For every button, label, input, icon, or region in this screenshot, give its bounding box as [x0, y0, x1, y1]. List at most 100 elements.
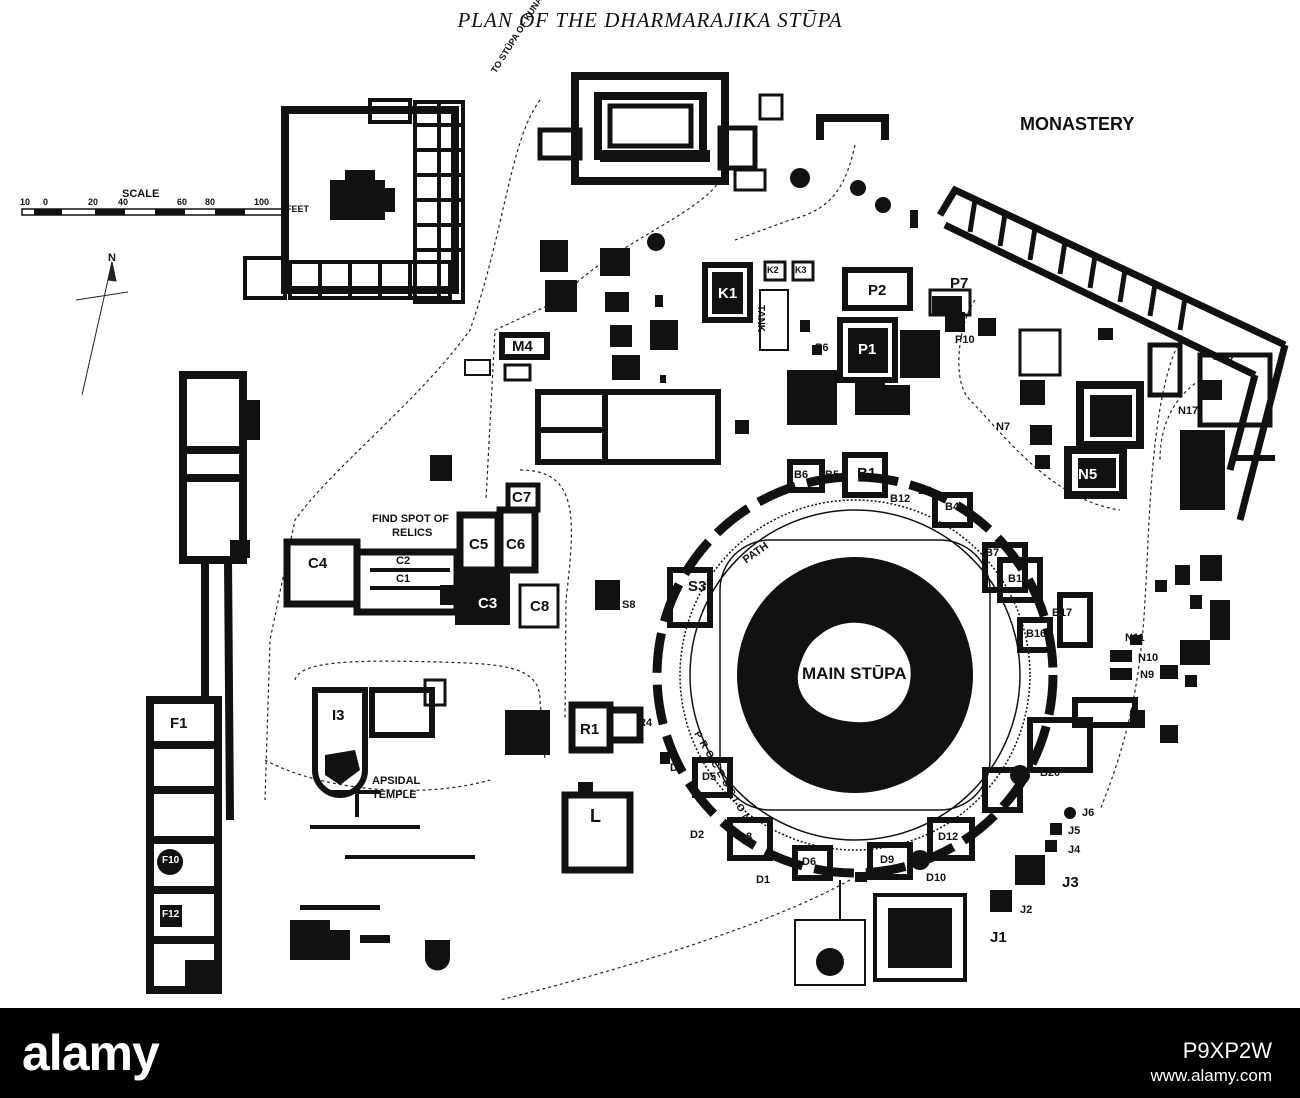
scale-tick: 100 [254, 197, 270, 207]
tank-label: TANK [755, 305, 766, 333]
label-d10: D10 [926, 872, 947, 884]
page-title: PLAN OF THE DHARMARAJIKA STŪPA [457, 8, 843, 32]
n-courts [1018, 328, 1144, 499]
monastery-label: MONASTERY [1020, 114, 1135, 134]
label-r4: R4 [638, 717, 653, 729]
label-j3: J3 [1062, 874, 1079, 891]
scale-label: SCALE [122, 188, 160, 200]
label-d3: D3 [670, 762, 685, 774]
label-n17: N17 [1178, 405, 1199, 417]
north-label: N [108, 252, 116, 264]
north-walls [816, 114, 889, 140]
label-b3: B3 [918, 485, 933, 497]
label-b17: B17 [1052, 607, 1073, 619]
label-d9: D9 [880, 854, 895, 866]
label-m4: M4 [512, 338, 533, 355]
label-r1: R1 [580, 721, 600, 738]
scale-tick: 10 [20, 197, 31, 207]
stupa-platform [719, 539, 991, 811]
label-j5: J5 [1068, 825, 1081, 837]
central-rooms [430, 240, 749, 755]
alamy-logo: alamy [22, 1025, 160, 1081]
label-d1: D1 [756, 874, 771, 886]
northwest-shrine [330, 170, 395, 220]
north-circles [647, 168, 918, 251]
label-n9: N9 [1140, 669, 1155, 681]
label-b12: B12 [890, 493, 911, 505]
plan-drawing [21, 72, 1289, 1001]
apsidal-temple [312, 678, 447, 798]
label-k2: K2 [767, 265, 779, 275]
l-r-structures [561, 701, 644, 874]
label-p10: P10 [955, 334, 975, 346]
label-j6: J6 [1082, 807, 1095, 819]
scale-tick: 80 [205, 197, 216, 207]
label-b20: B20 [1040, 767, 1061, 779]
main-stupa-label: MAIN STŪPA [802, 664, 907, 683]
label-c4: C4 [308, 555, 328, 572]
scale-tick: 40 [118, 197, 129, 207]
image-id: P9XP2W [1182, 1038, 1272, 1063]
label-s3: S3 [688, 578, 707, 595]
scale-bar [21, 208, 285, 216]
north-arrow [75, 261, 129, 396]
label-n5: N5 [1078, 466, 1098, 483]
building-h [537, 72, 784, 192]
label-d5: D5 [702, 771, 717, 783]
label-d12: D12 [938, 831, 959, 843]
label-j4: J4 [1068, 844, 1081, 856]
label-l: L [590, 806, 601, 826]
label-k3: K3 [795, 265, 807, 275]
c-rooms [283, 482, 560, 629]
west-long-building [146, 371, 247, 994]
site-plan: PLAN OF THE DHARMARAJIKA STŪPA SCALE 10 … [20, 0, 1289, 1001]
label-c2: C2 [396, 555, 411, 567]
watermark-url: www.alamy.com [1150, 1066, 1272, 1085]
main-stupa-core [797, 622, 911, 723]
relics-label: RELICS [392, 527, 433, 539]
label-b1: B1 [857, 465, 877, 482]
scale-tick: 60 [177, 197, 188, 207]
label-i3: I3 [332, 707, 345, 724]
j-structures [794, 880, 967, 986]
label-b13: B13 [1008, 573, 1029, 585]
label-b5: B5 [825, 469, 840, 481]
scale-tick: FEET [286, 204, 310, 214]
label-c5: C5 [469, 536, 489, 553]
label-f10: F10 [162, 855, 180, 866]
label-f12: F12 [162, 909, 180, 920]
label-d6: D6 [802, 856, 817, 868]
label-d2: D2 [690, 829, 705, 841]
label-h: H [643, 116, 658, 138]
label-s8: S8 [622, 599, 636, 611]
label-b16: B16 [1026, 628, 1047, 640]
label-c1: C1 [396, 573, 411, 585]
label-p6: P6 [815, 342, 829, 354]
label-c7: C7 [512, 489, 532, 506]
label-c3: C3 [478, 595, 498, 612]
label-c6: C6 [506, 536, 526, 553]
label-j2: J2 [1020, 904, 1033, 916]
label-b7: B7 [985, 547, 1000, 559]
south-walls [185, 790, 475, 990]
label-d8: D8 [738, 831, 753, 843]
label-n10: N10 [1138, 652, 1159, 664]
temple-label: TEMPLE [372, 789, 417, 801]
label-k1: K1 [718, 285, 738, 302]
label-j1: J1 [990, 929, 1007, 946]
label-n18: N18 [1213, 351, 1234, 363]
northeast-blocks [1180, 380, 1275, 510]
label-p7: P7 [950, 275, 969, 292]
ring-chapels [667, 452, 1138, 881]
label-b6: B6 [794, 469, 809, 481]
label-n11: N11 [1125, 632, 1145, 644]
scale-tick: 20 [88, 197, 99, 207]
label-f1: F1 [170, 715, 188, 732]
northwest-cells [243, 98, 465, 304]
label-p2: P2 [868, 282, 887, 299]
label-n7: N7 [996, 421, 1011, 433]
find-spot-label: FIND SPOT OF [372, 513, 449, 525]
chapel-ring [652, 472, 1058, 878]
label-p1: P1 [858, 341, 877, 358]
label-b4: B4 [945, 501, 960, 513]
